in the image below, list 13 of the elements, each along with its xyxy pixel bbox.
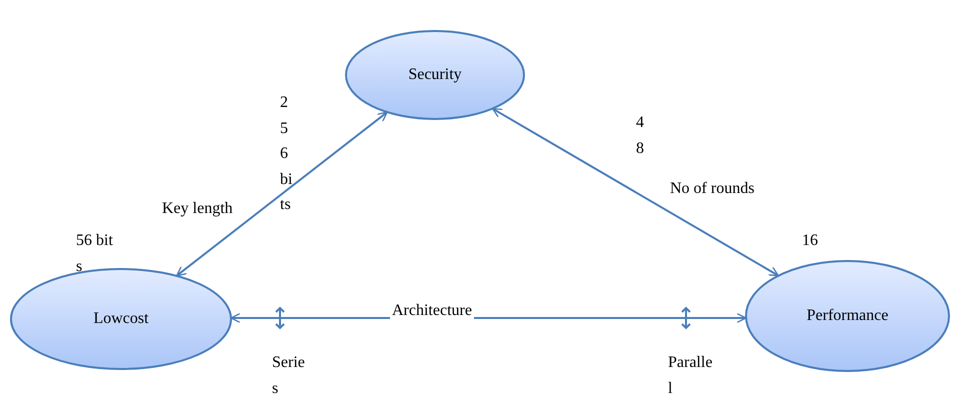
annotation-label: Series: [272, 353, 306, 399]
edge-label: Architecture: [390, 302, 474, 320]
node-label: Security: [408, 66, 462, 84]
annotation-label: 56 bits: [76, 231, 114, 277]
node-label: Lowcost: [93, 310, 149, 328]
connector-line: [176, 112, 388, 276]
annotation-label: 16: [802, 231, 819, 251]
node-label: Performance: [806, 307, 888, 325]
annotation-label: 256 bits: [280, 93, 294, 216]
annotation-label: 48: [636, 113, 645, 159]
annotation-label: Parallel: [668, 353, 714, 399]
connector-line: [492, 108, 779, 276]
edge-label: Key length: [160, 200, 235, 218]
